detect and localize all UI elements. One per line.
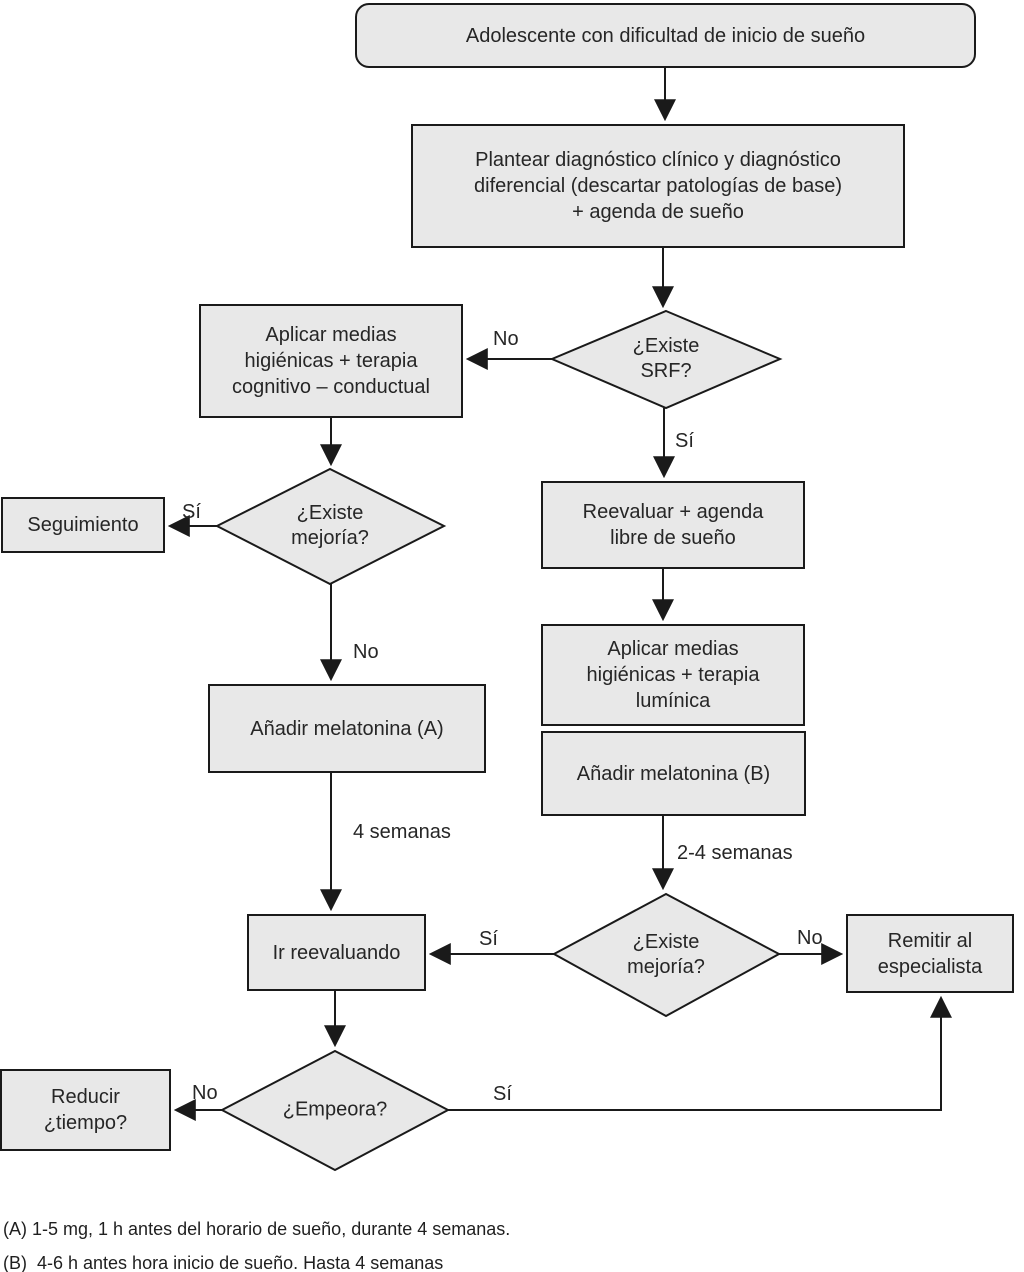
node-diagnostico: Plantear diagnóstico clínico y diagnósti… <box>411 124 905 248</box>
edge-label-4-semanas: 4 semanas <box>353 821 451 843</box>
edge-label-srf-si: Sí <box>675 430 694 452</box>
node-higienicas-luminica: Aplicar medias higiénicas + terapia lumí… <box>541 624 805 726</box>
node-start: Adolescente con dificultad de inicio de … <box>355 3 976 68</box>
node-seguimiento: Seguimiento <box>1 497 165 553</box>
edge-label-2-4-semanas: 2-4 semanas <box>677 842 793 864</box>
node-melatonina-a: Añadir melatonina (A) <box>208 684 486 773</box>
footnote-b: (B) 4-6 h antes hora inicio de sueño. Ha… <box>3 1253 444 1272</box>
decision-existe-mejoria-1-label: ¿Existe mejoría? <box>291 502 369 549</box>
edge-label-mejoria2-si: Sí <box>479 928 498 950</box>
node-melatonina-b: Añadir melatonina (B) <box>541 731 806 816</box>
decision-existe-mejoria-2-shape <box>551 892 782 1018</box>
decision-empeora-shape <box>219 1049 451 1172</box>
edge-label-mejoria1-si: Sí <box>182 501 201 523</box>
edge-label-mejoria2-no: No <box>797 927 823 949</box>
node-ir-reevaluando: Ir reevaluando <box>247 914 426 991</box>
footnote-a: (A) 1-5 mg, 1 h antes del horario de sue… <box>3 1219 511 1239</box>
decision-existe-srf-shape <box>549 309 783 410</box>
edge-label-empeora-no: No <box>192 1082 218 1104</box>
edge-label-srf-no: No <box>493 328 519 350</box>
node-reevaluar: Reevaluar + agenda libre de sueño <box>541 481 805 569</box>
edge-label-mejoria1-no: No <box>353 641 379 663</box>
node-remitir-especialista: Remitir al especialista <box>846 914 1014 993</box>
node-reducir-tiempo: Reducir ¿tiempo? <box>0 1069 171 1151</box>
edge-label-empeora-si: Sí <box>493 1083 512 1105</box>
decision-existe-mejoria-2-label: ¿Existe mejoría? <box>627 931 705 978</box>
edge-empeora-si-to-remitir <box>448 995 952 1111</box>
node-higienicas-tcc: Aplicar medias higiénicas + terapia cogn… <box>199 304 463 418</box>
decision-empeora-label: ¿Empeora? <box>282 1098 388 1121</box>
decision-existe-srf-label: ¿Existe SRF? <box>632 335 700 382</box>
